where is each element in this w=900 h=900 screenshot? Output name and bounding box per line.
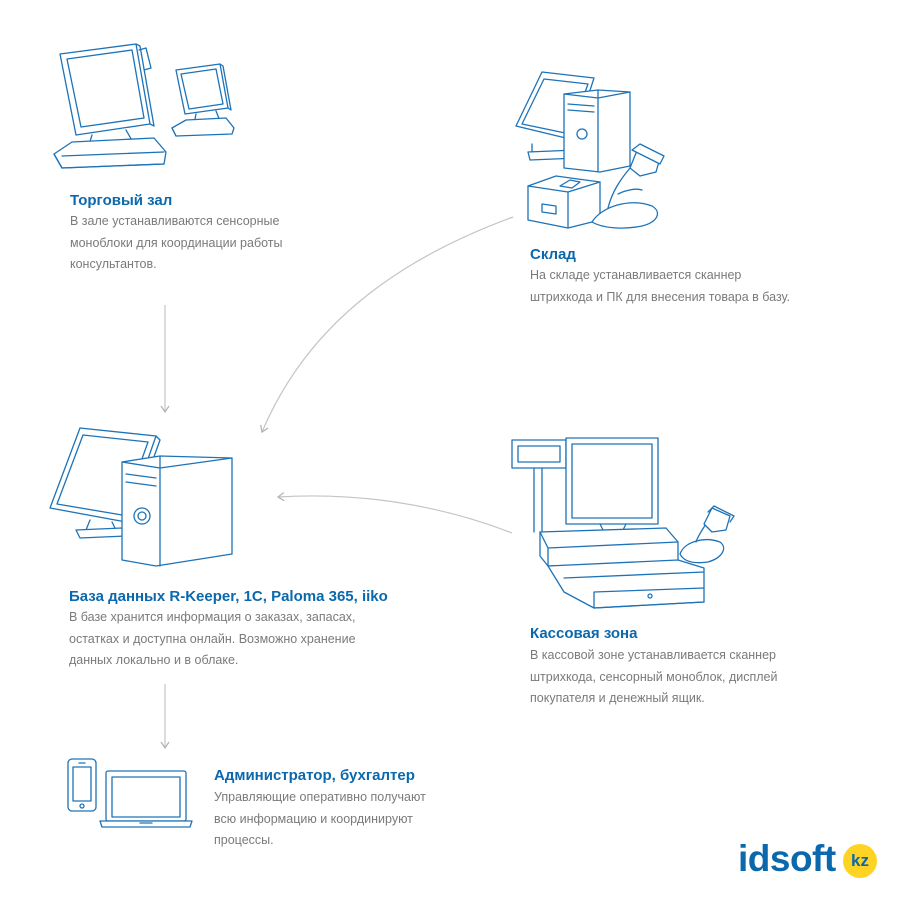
arrow-checkout-to-database — [276, 492, 513, 534]
description-line: На складе устанавливается сканнер — [530, 268, 742, 282]
node-description: В базе хранится информация о заказах, за… — [69, 607, 356, 672]
phone-laptop-icon — [67, 758, 193, 828]
description-line: консультантов. — [70, 257, 157, 271]
node-description: В кассовой зоне устанавливается сканнер … — [530, 645, 777, 710]
database-server-icon — [49, 427, 233, 567]
description-line: Управляющие оперативно получают — [214, 790, 426, 804]
description-line: процессы. — [214, 833, 274, 847]
node-title: Торговый зал — [70, 192, 173, 209]
node-description: В зале устанавливаются сенсорные монобло… — [70, 211, 283, 276]
description-line: данных локально и в облаке. — [69, 653, 239, 667]
logo-badge: kz — [843, 844, 877, 878]
description-line: покупателя и денежный ящик. — [530, 691, 705, 705]
node-description: На складе устанавливается сканнер штрихк… — [530, 265, 790, 308]
node-description: Управляющие оперативно получают всю инфо… — [214, 787, 426, 852]
node-title: Склад — [530, 246, 576, 263]
description-line: В зале устанавливаются сенсорные — [70, 214, 280, 228]
cash-register-icon — [511, 437, 735, 609]
description-line: остатках и доступна онлайн. Возможно хра… — [69, 631, 356, 646]
description-line: штрихкода и ПК для внесения товара в баз… — [530, 289, 791, 304]
description-line: моноблоки для координации работы — [70, 235, 283, 250]
description-line: всю информацию и координируют — [214, 811, 413, 826]
node-title: База данных R-Keeper, 1С, Paloma 365, ii… — [69, 588, 388, 605]
description-line: В кассовой зоне устанавливается сканнер — [530, 648, 776, 662]
node-title: Кассовая зона — [530, 625, 638, 642]
logo-wordmark: idsoft — [738, 838, 836, 879]
arrow-warehouse-to-database — [260, 216, 514, 434]
description-line: В базе хранится информация о заказах, за… — [69, 610, 356, 624]
warehouse-pc-scanner-icon — [515, 71, 665, 229]
node-title: Администратор, бухгалтер — [214, 767, 415, 784]
touch-pos-terminals-icon — [53, 43, 235, 169]
description-line: штрихкода, сенсорный моноблок, дисплей — [530, 669, 778, 684]
